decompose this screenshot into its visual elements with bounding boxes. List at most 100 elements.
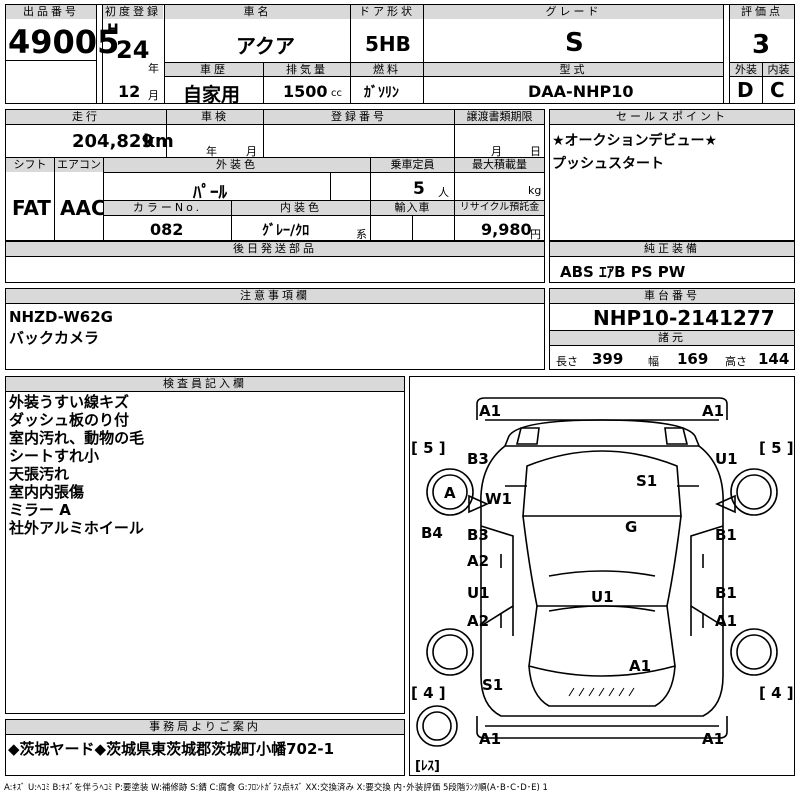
- fuel-value: ｶﾞｿﾘﾝ: [364, 85, 399, 101]
- inspection-month-unit: 月: [246, 145, 257, 158]
- inspector-line: 外装うすい線キズ: [9, 393, 130, 411]
- ext-color-value: ﾊﾟｰﾙ: [193, 183, 227, 203]
- office-value: ◆茨城ヤード◆茨城県東茨城郡茨城町小幡702-1: [8, 740, 335, 758]
- car-name: アクア: [236, 34, 295, 58]
- import-header: 輸入車: [371, 201, 454, 215]
- model-header: 型式: [424, 63, 723, 76]
- grade-value: S: [565, 28, 584, 58]
- inspector-line: 社外アルミホイール: [9, 519, 144, 537]
- recycle-value: 9,980: [481, 220, 532, 239]
- displacement-header: 排気量: [264, 63, 350, 76]
- tire-rr-depth: [ 4 ]: [759, 684, 794, 702]
- shift-header: シフト: [6, 158, 54, 172]
- genuine-value: ABS ｴｱB PS PW: [560, 263, 686, 281]
- plate-header: 登録番号: [264, 110, 454, 124]
- ext-color-header: 外装色: [104, 158, 370, 172]
- ac-header: エアコン: [55, 158, 103, 172]
- b1-mid-damage: B1: [715, 526, 737, 544]
- tire-fr-depth: [ 5 ]: [759, 439, 794, 457]
- s1-lower-damage: S1: [482, 676, 503, 694]
- yen-unit: 円: [530, 228, 541, 241]
- a2-lower-damage: A2: [467, 612, 489, 630]
- lot-number-header: 出品番号: [6, 5, 96, 19]
- shift-value: FAT: [12, 196, 51, 220]
- width-label: 幅: [648, 355, 659, 368]
- g-damage: G: [625, 518, 637, 536]
- spare-tire-label: [ﾚｽ]: [415, 759, 440, 774]
- a1-lower-right-damage: A1: [629, 657, 651, 675]
- b4-damage: B4: [421, 524, 443, 542]
- ac-value: AAC: [60, 196, 106, 220]
- grade-header: グレード: [424, 5, 723, 19]
- width-value: 169: [677, 350, 709, 368]
- tire-fl-depth: [ 5 ]: [411, 439, 446, 457]
- rear-right-damage: A1: [702, 730, 724, 748]
- exterior-header: 外装: [730, 63, 762, 76]
- length-value: 399: [592, 350, 624, 368]
- length-label: 長さ: [556, 355, 578, 368]
- recycle-header: リサイクル預託金: [455, 201, 544, 215]
- cc-unit: cc: [331, 88, 342, 99]
- height-label: 高さ: [725, 355, 747, 368]
- transfer-month: 月: [491, 145, 502, 158]
- exterior-value: D: [737, 78, 754, 102]
- s1-upper-damage: S1: [636, 472, 657, 490]
- a1-right-mid-damage: A1: [715, 612, 737, 630]
- legend: A:ｷｽﾞ U:ﾍｺﾐ B:ｷｽﾞを伴うﾍｺﾐ P:要塗装 W:補修跡 S:錆 …: [4, 783, 548, 793]
- u1-left-damage: U1: [467, 584, 490, 602]
- front-right-damage: A1: [702, 402, 724, 420]
- capacity-value: 5: [413, 179, 425, 199]
- door-value: 5HB: [365, 32, 411, 56]
- displacement-value: 1500: [283, 82, 328, 101]
- kg-unit: kg: [528, 184, 542, 197]
- inspector-line: ミラー A: [9, 501, 71, 519]
- spec-header: 諸元: [550, 331, 794, 345]
- reg-year: 24: [116, 36, 150, 64]
- wheel-a-damage: A: [444, 484, 456, 502]
- lot-number: 49005: [8, 23, 120, 61]
- top-section: [5, 4, 795, 104]
- b3-upper-damage: B3: [467, 450, 489, 468]
- kei-unit: 系: [356, 228, 367, 241]
- reg-month: 12: [118, 82, 141, 101]
- max-load-header: 最大積載量: [455, 158, 544, 172]
- inspector-line: 室内内張傷: [9, 483, 85, 501]
- w1-damage: W1: [485, 490, 512, 508]
- km-unit: km: [143, 131, 174, 152]
- later-parts-header: 後日発送部品: [6, 242, 544, 256]
- inspector-section: [5, 376, 405, 714]
- int-color-value: ｸﾞﾚｰ/ｸﾛ: [262, 223, 310, 239]
- inspector-line: ダッシュ板のり付: [9, 411, 130, 429]
- inspector-header: 検査員記入欄: [6, 377, 404, 391]
- era-prefix: H: [107, 22, 119, 38]
- score-value: 3: [752, 30, 771, 60]
- caution-line-1: NHZD-W62G: [9, 308, 113, 326]
- mileage-header: 走行: [6, 110, 166, 124]
- color-no-header: カラーNo.: [104, 201, 231, 215]
- sales-header: セールスポイント: [550, 110, 794, 124]
- rear-left-damage: A1: [479, 730, 501, 748]
- year-unit: 年: [148, 62, 159, 75]
- genuine-header: 純正装備: [550, 242, 794, 256]
- sales-point-2: プッシュスタート: [552, 156, 664, 172]
- model-value: DAA-NHP10: [528, 82, 634, 101]
- tire-rl-depth: [ 4 ]: [411, 684, 446, 702]
- caution-header: 注意事項欄: [6, 289, 544, 303]
- first-reg-header: 初度登録: [103, 5, 163, 19]
- caution-line-2: バックカメラ: [9, 329, 100, 347]
- inspection-header: 車検: [167, 110, 263, 124]
- inspector-line: 室内汚れ、動物の毛: [9, 429, 145, 447]
- sales-point-section: [549, 109, 795, 241]
- transfer-day: 日: [530, 145, 541, 158]
- b1-lower-damage: B1: [715, 584, 737, 602]
- sales-point-1: ★オークションデビュー★: [552, 133, 718, 149]
- height-value: 144: [758, 350, 790, 368]
- b3-mid-damage: B3: [467, 526, 489, 544]
- person-unit: 人: [438, 186, 449, 199]
- history-value: 自家用: [183, 84, 241, 106]
- door-header: ドア形状: [351, 5, 423, 19]
- u1-center-damage: U1: [591, 588, 614, 606]
- transfer-header: 譲渡書類期限: [455, 110, 544, 124]
- score-header: 評価点: [730, 5, 794, 19]
- int-color-header: 内装色: [232, 201, 370, 215]
